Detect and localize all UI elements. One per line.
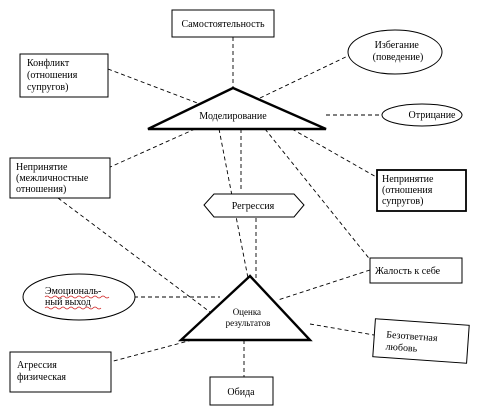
connector-izbeganie-modelirovanie: [259, 53, 353, 99]
node-samostoyatelnost-box: [171, 9, 275, 38]
node-regressiya-label: Регрессия: [232, 201, 275, 212]
node-otritsanie-ellipse: [381, 103, 463, 127]
node-neprinyatie-mezh: Непринятие (межличностные отношения): [9, 157, 111, 199]
node-otsenka-label: Оценка результатов: [226, 307, 271, 328]
node-zhalost-label: Жалость к себе: [375, 266, 441, 277]
node-obida-box: [209, 376, 274, 406]
connector-otsenka-agressiya: [109, 339, 193, 363]
node-neprinyatie-mezh-label: Непринятие (межличностные отношения): [16, 162, 91, 195]
node-obida-label: Обида: [227, 387, 255, 398]
node-konflikt: Конфликт (отношения супругов): [19, 53, 109, 98]
node-modelirovanie-label: Моделирование: [199, 111, 267, 122]
node-otritsanie: Отрицание: [381, 103, 463, 127]
node-neprinyatie-mezh-box: [9, 157, 111, 199]
node-bezotvetnaya-label: Безответная любовь: [385, 330, 440, 357]
node-regressiya-hexagon: [203, 193, 305, 218]
node-emotsionalny-vykhod-label: Эмоциональ- ный выход: [45, 286, 104, 308]
node-neprinyatie-supr-label: Непринятие (отношения супругов): [382, 174, 436, 207]
node-regressiya: Регрессия: [203, 193, 305, 218]
node-agressiya-label: Агрессия физическая: [17, 360, 66, 383]
node-bezotvetnaya: Безответная любовь: [372, 318, 470, 364]
node-izbeganie: Избегание (поведение): [347, 29, 443, 75]
node-emotsionalny-vykhod: Эмоциональ- ный выход: [22, 273, 136, 321]
spellcheck-underline: [44, 295, 110, 310]
connector-zhalost-otsenka: [277, 269, 371, 301]
node-agressiya: Агрессия физическая: [9, 351, 112, 393]
node-neprinyatie-supr-box: [376, 169, 467, 212]
connector-modelirovanie-otsenka: [218, 128, 249, 279]
node-zhalost: Жалость к себе: [369, 257, 463, 284]
node-izbeganie-label: Избегание (поведение): [373, 40, 424, 63]
node-modelirovanie-triangle: [147, 86, 327, 131]
connector-modelirovanie-neprinyatie-supr: [291, 128, 379, 179]
connector-neprinyatie-mezh-otsenka: [57, 197, 215, 316]
connector-konflikt-modelirovanie: [107, 68, 201, 105]
connector-modelirovanie-zhalost: [264, 128, 373, 263]
node-otsenka-triangle: [177, 274, 313, 342]
node-zhalost-box: [369, 257, 463, 284]
connector-otsenka-bezotvetnaya: [309, 323, 375, 336]
node-samostoyatelnost: Самостоятельность: [171, 9, 275, 38]
node-modelirovanie: Моделирование: [147, 86, 327, 131]
node-konflikt-label: Конфликт (отношения супругов): [27, 58, 80, 93]
node-otsenka: Оценка результатов: [177, 274, 313, 342]
node-neprinyatie-supr: Непринятие (отношения супругов): [376, 169, 467, 212]
connector-modelirovanie-neprinyatie-mezh: [107, 128, 196, 169]
node-obida: Обида: [209, 376, 274, 406]
node-otritsanie-label: Отрицание: [409, 110, 457, 121]
node-samostoyatelnost-label: Самостоятельность: [181, 19, 265, 30]
node-izbeganie-ellipse: [347, 29, 443, 75]
node-bezotvetnaya-box: [372, 318, 470, 364]
node-emotsionalny-vykhod-ellipse: [22, 273, 136, 321]
connectors: [57, 37, 382, 377]
node-konflikt-box: [19, 53, 109, 98]
node-agressiya-box: [9, 351, 112, 393]
